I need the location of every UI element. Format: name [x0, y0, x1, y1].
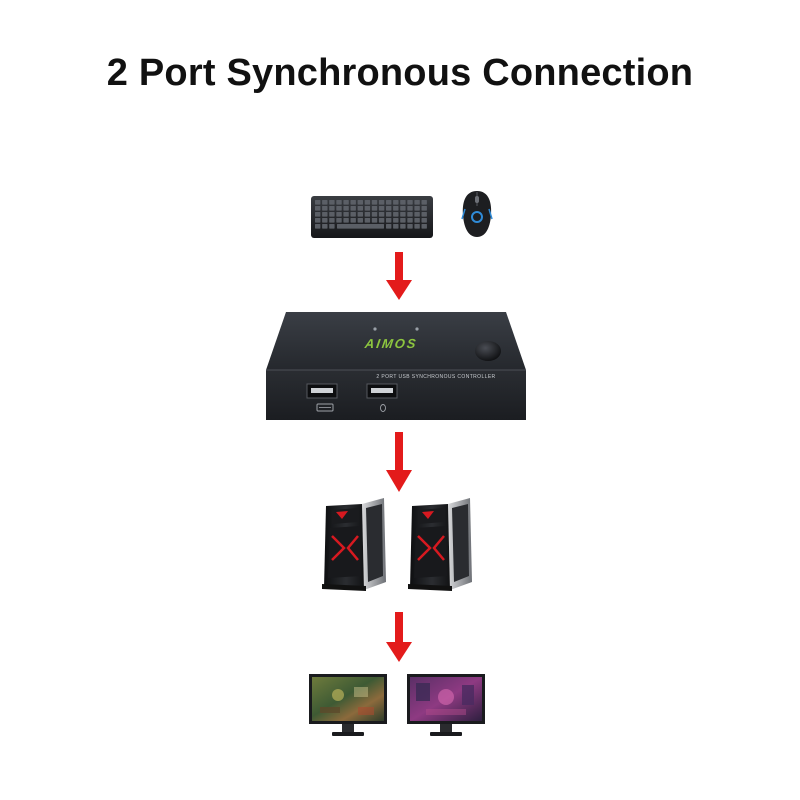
arrow-down-icon — [386, 252, 412, 300]
arrow-down-icon — [386, 612, 412, 662]
device-label: 2 PORT USB SYNCHRONOUS CONTROLLER — [376, 374, 495, 380]
mouse-icon — [461, 191, 493, 237]
brand-logo: AIMOS — [363, 336, 419, 351]
pc-tower-icon — [320, 496, 388, 592]
keyboard-icon — [311, 196, 433, 238]
arrow-down-icon — [386, 432, 412, 492]
pc-tower-icon — [406, 496, 474, 592]
page-title: 2 Port Synchronous Connection — [106, 52, 694, 94]
kvm-switch: AIMOS 2 PORT USB SYNCHRONOUS CONTROLLER — [266, 312, 526, 420]
monitor-icon — [407, 674, 485, 736]
monitor-icon — [309, 674, 387, 736]
